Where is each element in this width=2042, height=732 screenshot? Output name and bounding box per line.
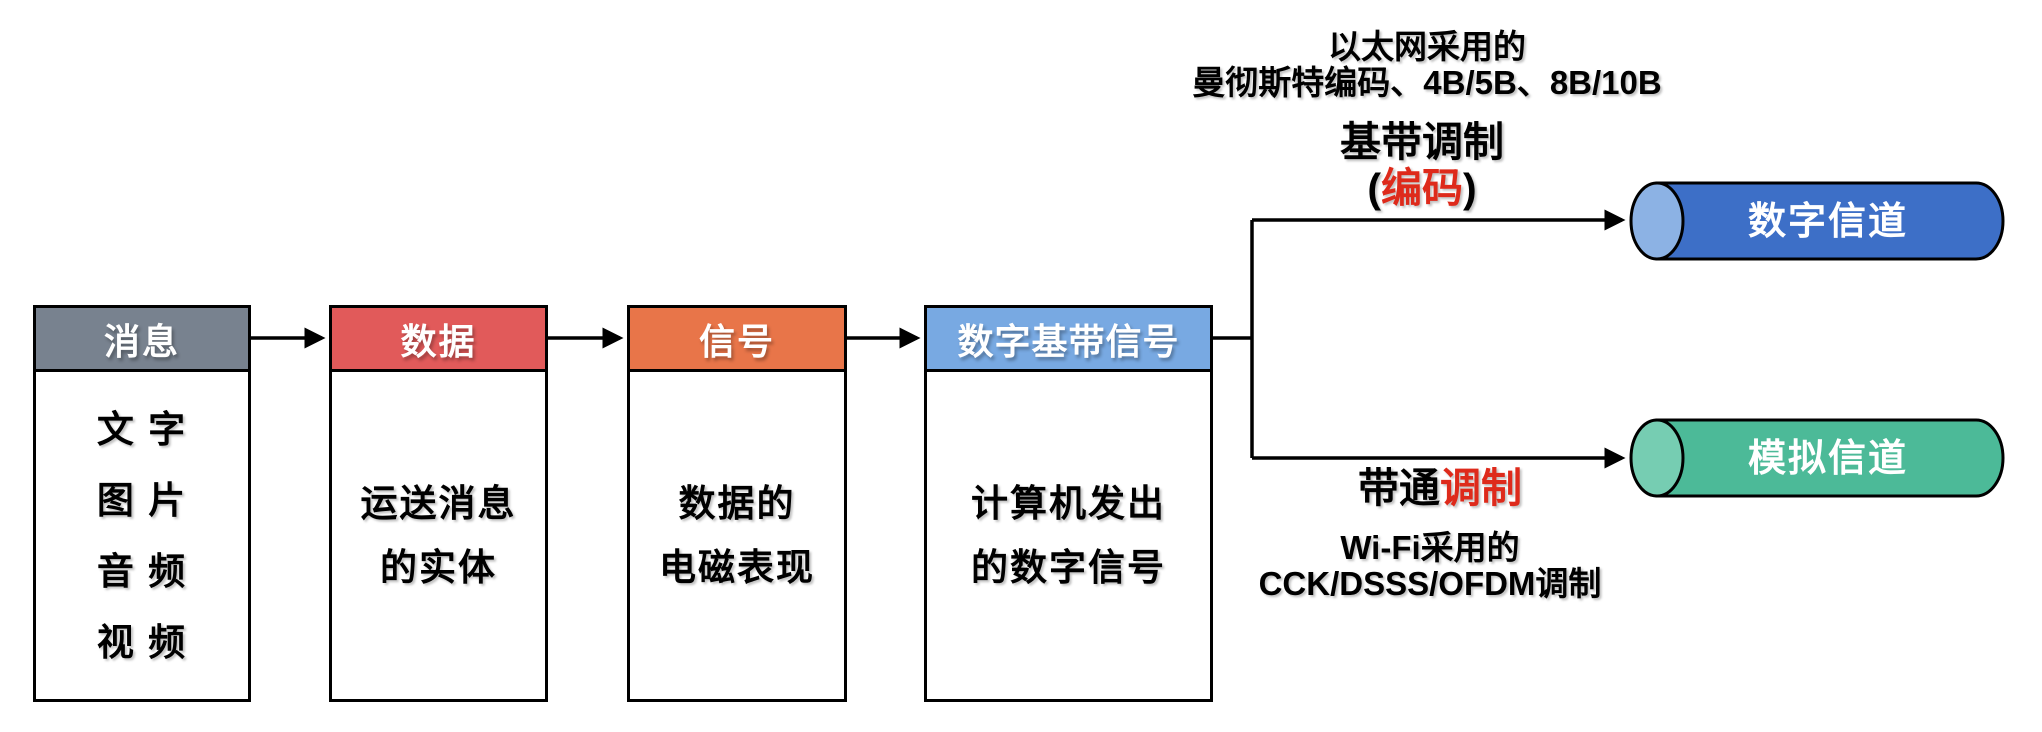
analog-channel-cap — [1629, 418, 1685, 498]
flow-box-message-header: 消息 — [36, 308, 248, 372]
analog-channel-label: 模拟信道 — [1748, 438, 1908, 480]
box-line: 数据的 — [678, 482, 796, 524]
flow-box-signal-body: 数据的 电磁表现 — [630, 372, 844, 699]
flow-box-data-header: 数据 — [332, 308, 545, 372]
bandpass-modulation-label: 带通调制 — [1290, 465, 1590, 511]
baseband-modulation-label: 基带调制 (编码) — [1272, 119, 1572, 211]
box-line: 的实体 — [380, 546, 497, 588]
flow-box-baseband-signal-body: 计算机发出 的数字信号 — [927, 372, 1210, 699]
digital-channel-body — [1655, 181, 2005, 261]
digital-channel-label: 数字信道 — [1748, 201, 1908, 243]
flow-box-baseband-signal: 数字基带信号 计算机发出 的数字信号 — [924, 305, 1213, 702]
baseband-modulation-title: 基带调制 — [1340, 119, 1504, 165]
flow-box-message-body: 文 字 图 片 音 频 视 频 — [36, 372, 248, 699]
wifi-note-line2: CCK/DSSS/OFDM调制 — [1258, 565, 1602, 602]
box-line: 电磁表现 — [659, 546, 815, 588]
digital-channel-cap — [1629, 181, 1685, 261]
box-line: 图 片 — [96, 479, 188, 521]
bandpass-highlight-modulation: 调制 — [1440, 465, 1522, 511]
box-line: 视 频 — [96, 621, 188, 663]
ethernet-note-line1: 以太网采用的 — [1328, 28, 1526, 65]
box-line: 文 字 — [96, 408, 188, 450]
box-line: 的数字信号 — [971, 546, 1166, 588]
box-line: 计算机发出 — [971, 482, 1166, 524]
analog-channel-cylinder: 模拟信道 — [1629, 418, 2005, 498]
digital-channel-cylinder: 数字信道 — [1629, 181, 2005, 261]
flow-box-data-body: 运送消息 的实体 — [332, 372, 545, 699]
wifi-note-line1: Wi-Fi采用的 — [1340, 529, 1520, 566]
flow-box-baseband-signal-header: 数字基带信号 — [927, 308, 1210, 372]
flow-box-signal-header: 信号 — [630, 308, 844, 372]
flow-box-signal: 信号 数据的 电磁表现 — [627, 305, 847, 702]
bandpass-prefix: 带通 — [1358, 465, 1440, 511]
bandpass-modulation-line: 带通调制 — [1290, 465, 1590, 511]
paren-open: ( — [1367, 165, 1381, 211]
box-line: 音 频 — [96, 550, 188, 592]
ethernet-note-line2: 曼彻斯特编码、4B/5B、8B/10B — [1192, 64, 1662, 101]
paren-close: ) — [1463, 165, 1477, 211]
wifi-modulation-note: Wi-Fi采用的 CCK/DSSS/OFDM调制 — [1180, 530, 1680, 602]
flow-box-data: 数据 运送消息 的实体 — [329, 305, 548, 702]
ethernet-coding-note: 以太网采用的 曼彻斯特编码、4B/5B、8B/10B — [1100, 29, 1754, 101]
analog-channel-body — [1655, 418, 2005, 498]
baseband-highlight-coding: 编码 — [1381, 165, 1463, 211]
box-line: 运送消息 — [360, 482, 517, 524]
flow-box-message: 消息 文 字 图 片 音 频 视 频 — [33, 305, 251, 702]
baseband-modulation-paren-line: (编码) — [1272, 165, 1572, 211]
